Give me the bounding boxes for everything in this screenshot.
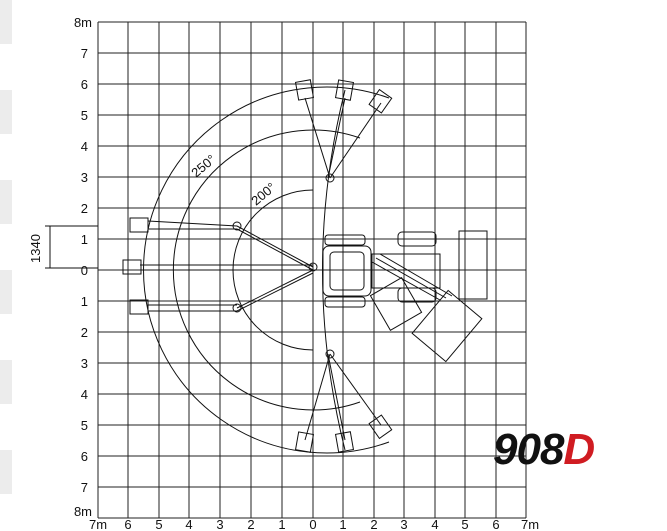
x-tick-zero: 0: [309, 517, 316, 531]
y-tick: 1: [81, 232, 88, 247]
model-letter: D: [563, 425, 595, 474]
wheel-front-left: [397, 231, 437, 247]
side-tab-6: [0, 450, 12, 494]
cab: [322, 245, 372, 297]
y-tick: 2: [81, 325, 88, 340]
x-tick: 2: [370, 517, 377, 531]
x-left-label: 7m: [89, 517, 107, 531]
x-tick: 5: [155, 517, 162, 531]
side-tab-4: [0, 270, 12, 314]
buckets: [122, 79, 393, 453]
angle-label-outer: 250°: [188, 152, 218, 181]
articulated-rear-a: [369, 276, 423, 332]
bucket-left-mid: [122, 259, 142, 275]
wheel-front-right: [397, 287, 437, 303]
y-tick: 7: [81, 46, 88, 61]
x-right-label: 7m: [521, 517, 539, 531]
bucket-top-3: [368, 88, 393, 114]
x-tick: 3: [216, 517, 223, 531]
model-number: 908: [493, 425, 564, 474]
articulated-rear-b: [411, 289, 483, 363]
bucket-top-1: [294, 79, 315, 101]
x-tick: 4: [431, 517, 438, 531]
y-tick: 4: [81, 387, 88, 402]
x-tick: 1: [278, 517, 285, 531]
x-tick: 6: [492, 517, 499, 531]
x-tick: 6: [124, 517, 131, 531]
y-tick-zero: 0: [81, 263, 88, 278]
angle-label-inner: 200°: [248, 180, 278, 209]
y-tick: 1: [81, 294, 88, 309]
bucket-bottom-3: [368, 414, 393, 440]
y-tick: 4: [81, 139, 88, 154]
front-axle: [324, 234, 366, 246]
bucket-bottom-2: [334, 431, 355, 453]
y-tick: 6: [81, 77, 88, 92]
y-tick: 3: [81, 356, 88, 371]
bucket-left-bottom: [129, 299, 149, 315]
y-bottom-label: 8m: [74, 504, 92, 519]
x-tick: 4: [185, 517, 192, 531]
cab-inner: [329, 251, 365, 291]
y-tick: 6: [81, 449, 88, 464]
offset-dimension: 1340: [28, 225, 98, 269]
bucket-left-top: [129, 217, 149, 233]
grid: [97, 21, 527, 519]
y-top-label: 8m: [74, 15, 92, 30]
counterweight: [458, 230, 488, 300]
y-tick: 5: [81, 418, 88, 433]
y-tick: 2: [81, 201, 88, 216]
side-tab-1: [0, 0, 12, 44]
boom-arms: [140, 97, 382, 441]
side-tab-2: [0, 90, 12, 134]
x-tick: 2: [247, 517, 254, 531]
y-tick: 5: [81, 108, 88, 123]
x-tick: 5: [461, 517, 468, 531]
model-logo: 908D: [493, 428, 663, 472]
x-tick: 3: [400, 517, 407, 531]
side-tab-3: [0, 180, 12, 224]
x-tick: 1: [339, 517, 346, 531]
y-tick: 3: [81, 170, 88, 185]
side-tab-5: [0, 360, 12, 404]
bucket-top-2: [334, 79, 355, 101]
bucket-bottom-1: [294, 431, 315, 453]
y-tick: 7: [81, 480, 88, 495]
rear-axle: [324, 296, 366, 308]
machine-body: [322, 230, 488, 363]
x-axis-labels: 7m 6 5 4 3 2 1 0 1 2 3 4 5 6 7m: [89, 517, 539, 531]
y-axis-labels: 8m 7 6 5 4 3 2 1 0 1 2 3 4 5 6 7 8m: [74, 15, 92, 519]
offset-dimension-label: 1340: [28, 234, 43, 263]
pivots: [232, 173, 335, 359]
